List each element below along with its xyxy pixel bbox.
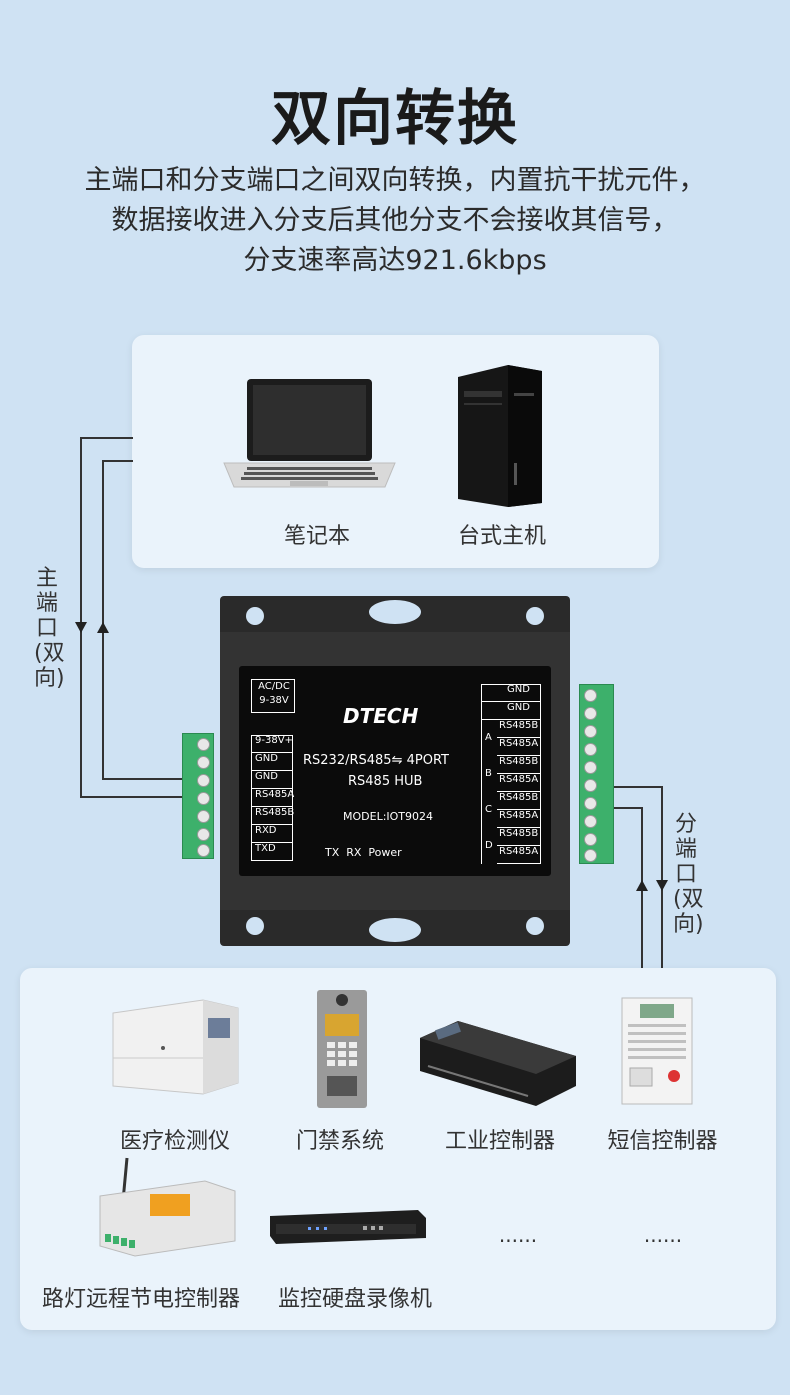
pin-label: RXD — [251, 825, 293, 843]
arrow-up-icon — [636, 880, 648, 891]
pin-label: RS485B — [497, 828, 541, 846]
description-line-3: 分支速率高达921.6kbps — [243, 245, 547, 276]
branch-port-label: 分端口(双向) — [673, 812, 704, 937]
pin-label: GND — [481, 684, 541, 702]
pin-label: RS485B — [497, 792, 541, 810]
industrial-controller-icon — [420, 1021, 576, 1106]
ellipsis-more-devices: ...... — [643, 1223, 683, 1247]
pin-label: RS485A — [497, 846, 541, 864]
pin-label: GND — [251, 753, 293, 771]
door-access-panel-icon — [317, 990, 367, 1108]
port-letter: C — [485, 804, 492, 815]
port-letter: A — [485, 732, 492, 743]
led-indicator-labels: TX RX Power — [325, 846, 402, 859]
sms-controller-icon — [621, 997, 693, 1105]
right-terminal-block — [579, 684, 614, 864]
device-label-sms: 短信控制器 — [607, 1129, 718, 1154]
device-label-industrial: 工业控制器 — [444, 1129, 555, 1154]
main-port-label: 主端口(双向) — [34, 566, 65, 691]
brand-logo: DTECH — [343, 704, 419, 728]
pin-label: GND — [251, 771, 293, 789]
description-line-2: 数据接收进入分支后其他分支不会接收其信号， — [111, 205, 679, 236]
device-label-door-access: 门禁系统 — [295, 1129, 384, 1154]
port-letter: D — [485, 840, 493, 851]
port-letter: B — [485, 768, 492, 779]
ellipsis-more-devices: ...... — [498, 1223, 538, 1247]
pin-label: 9-38V+ — [251, 735, 293, 753]
dvr-recorder-icon — [270, 1210, 426, 1244]
pin-label: TXD — [251, 843, 293, 861]
desktop-tower-icon — [458, 365, 542, 507]
hub-model-number: MODEL:IOT9024 — [343, 810, 434, 823]
arrow-down-icon — [75, 622, 87, 633]
pin-label: RS485B — [497, 720, 541, 738]
left-terminal-block — [182, 733, 214, 859]
description-line-1: 主端口和分支端口之间双向转换，内置抗干扰元件， — [84, 165, 706, 196]
pin-label: RS485A — [497, 810, 541, 828]
pin-label: GND — [481, 702, 541, 720]
pin-label: RS485B — [497, 756, 541, 774]
laptop-icon — [223, 379, 396, 488]
power-label: AC/DC — [258, 681, 290, 692]
pin-label: RS485B — [251, 807, 294, 825]
device-label-streetlight: 路灯远程节电控制器 — [41, 1287, 240, 1312]
pin-label: RS485A — [497, 774, 541, 792]
device-label-desktop: 台式主机 — [457, 524, 546, 549]
voltage-label: 9-38V — [259, 695, 289, 706]
device-label-medical: 医疗检测仪 — [119, 1129, 230, 1154]
medical-analyzer-icon — [112, 999, 239, 1095]
rs485-hub-device: AC/DC 9-38V DTECH RS232/RS485⇋ 4PORT RS4… — [215, 596, 575, 946]
arrow-up-icon — [97, 622, 109, 633]
arrow-down-icon — [656, 880, 668, 891]
page-title: 双向转换 — [271, 84, 519, 154]
host-devices-card: 笔记本 台式主机 — [132, 335, 659, 568]
hub-model-line-2: RS485 HUB — [348, 774, 423, 789]
device-label-laptop: 笔记本 — [283, 524, 350, 549]
pin-label: RS485A — [497, 738, 541, 756]
device-label-dvr: 监控硬盘录像机 — [277, 1287, 432, 1312]
hub-model-line-1: RS232/RS485⇋ 4PORT — [303, 753, 449, 768]
branch-devices-card: 医疗检测仪 门禁系统 工业控制器 短信控制器 — [20, 968, 776, 1330]
pin-label: RS485A — [251, 789, 294, 807]
streetlight-controller-icon — [99, 1157, 236, 1257]
